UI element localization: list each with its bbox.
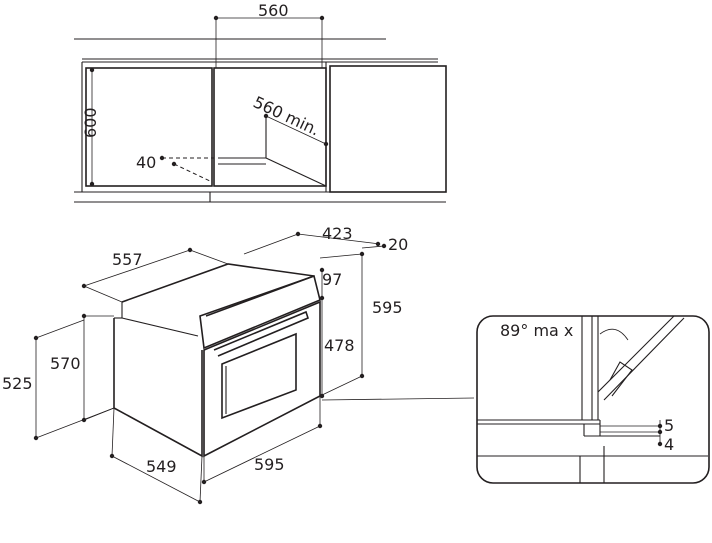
panel-offset-label: 20 xyxy=(388,235,408,254)
gap-top-label: 5 xyxy=(664,416,674,435)
body-depth-label: 549 xyxy=(146,457,177,476)
cabinet-niche-view xyxy=(74,15,447,203)
opening-angle-label: 89° ma x xyxy=(500,321,573,340)
rear-gap-label: 40 xyxy=(136,153,156,172)
overall-height-label: 595 xyxy=(372,298,403,317)
door-detail-callout xyxy=(476,315,710,484)
overall-width-label: 595 xyxy=(254,455,285,474)
gap-bottom-label: 4 xyxy=(664,435,674,454)
lower-height-label: 525 xyxy=(2,374,33,393)
cavity-depth-label: 560 min. xyxy=(250,92,322,139)
panel-width-label: 423 xyxy=(322,224,353,243)
oven-isometric-view xyxy=(33,231,475,505)
panel-height-label: 97 xyxy=(322,270,342,289)
cavity-width-label: 560 xyxy=(258,1,289,20)
body-height-label: 570 xyxy=(50,354,81,373)
cavity-height-label: 600 xyxy=(81,107,100,138)
door-height-label: 478 xyxy=(324,336,355,355)
overall-depth-label: 557 xyxy=(112,250,143,269)
